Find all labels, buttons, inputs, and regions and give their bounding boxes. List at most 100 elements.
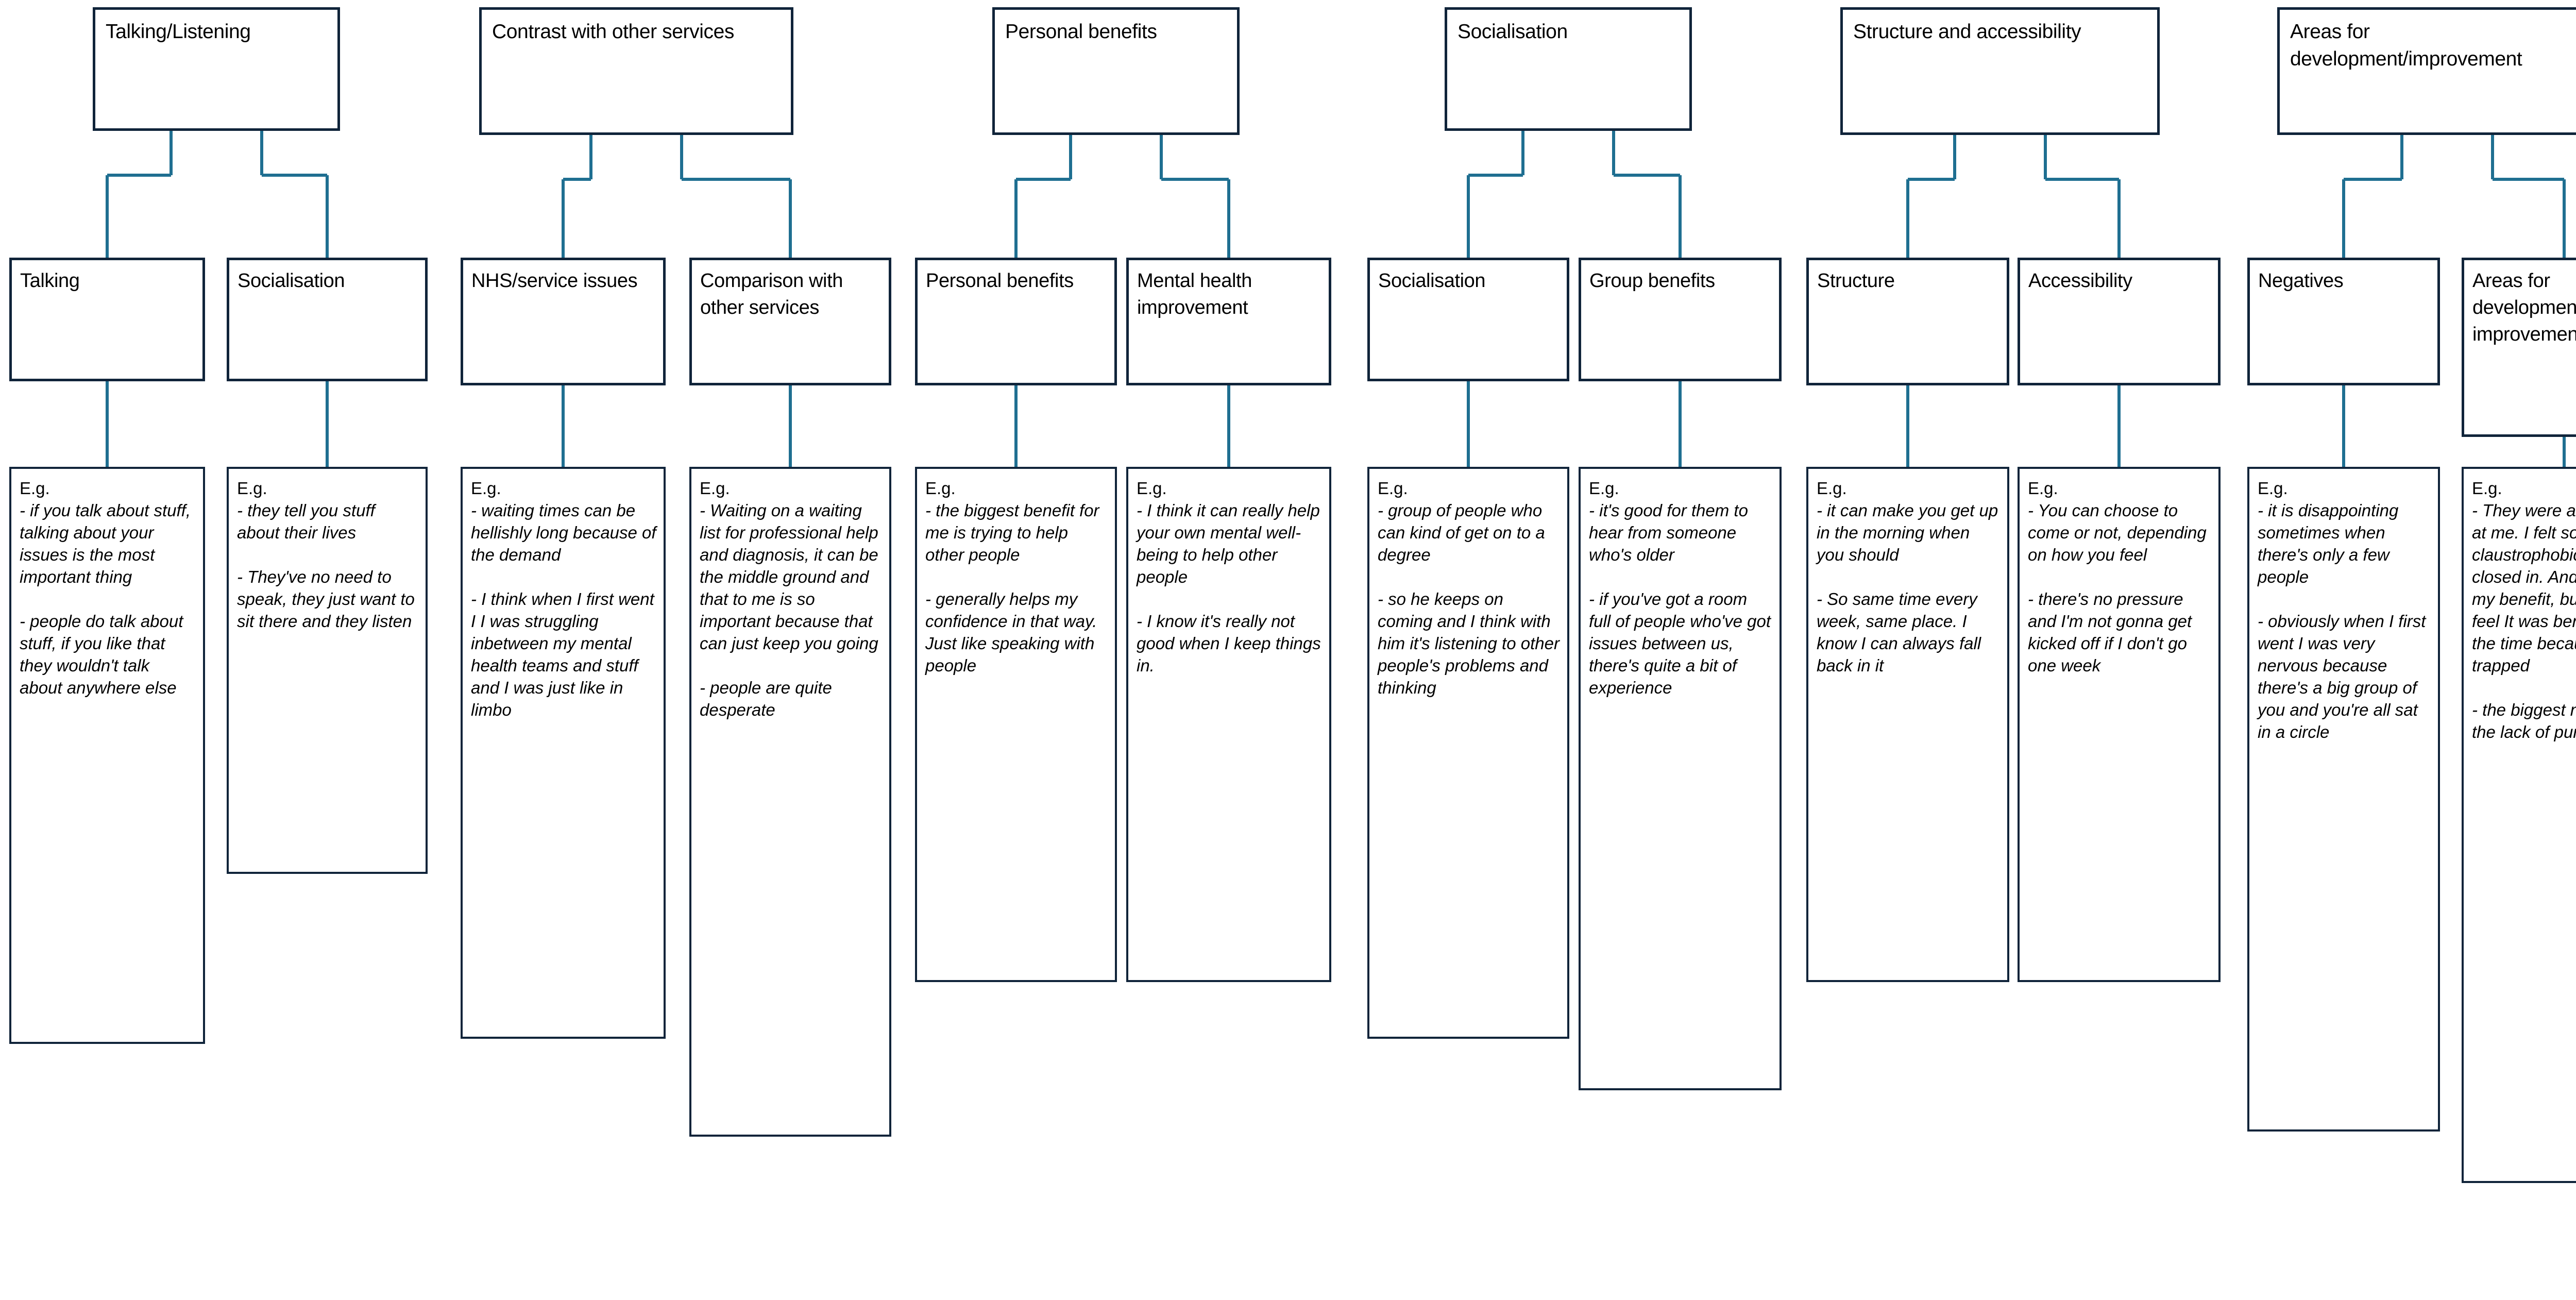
subtheme-box-3-1[interactable]: Group benefits — [1579, 258, 1782, 381]
eg-label: E.g. — [925, 479, 956, 498]
connector-line-vertical — [326, 381, 329, 467]
subtheme-box-label: Group benefits — [1589, 270, 1715, 292]
theme-box-5[interactable]: Areas for development/improvement — [2277, 7, 2576, 135]
eg-label: E.g. — [1817, 479, 1847, 498]
quote-spacer — [1137, 588, 1322, 610]
quote-spacer — [925, 566, 1108, 588]
quote-text: - they tell you stuff about their lives — [237, 501, 380, 542]
quote-box-body: E.g. - Waiting on a waiting list for prof… — [691, 469, 889, 726]
quote-box-5-0[interactable]: E.g.- it is disappointing sometimes when… — [2247, 467, 2440, 1132]
quote-box-body: E.g.- I think it can really help your ow… — [1128, 469, 1329, 682]
theme-box-3[interactable]: Socialisation — [1445, 7, 1692, 131]
connector-line-vertical — [1679, 175, 1682, 258]
subtheme-box-0-0[interactable]: Talking — [9, 258, 205, 381]
quote-spacer — [471, 566, 656, 588]
theme-box-2[interactable]: Personal benefits — [992, 7, 1240, 135]
connector-line-vertical — [326, 175, 329, 258]
quote-text: - They've no need to speak, they just wa… — [237, 567, 420, 631]
quote-spacer — [700, 654, 882, 677]
eg-label: E.g. — [2472, 479, 2502, 498]
connector-line-vertical — [680, 135, 683, 179]
theme-box-label: Talking/Listening — [106, 21, 251, 43]
eg-label: E.g. — [2028, 479, 2058, 498]
theme-box-0[interactable]: Talking/Listening — [93, 7, 340, 131]
quote-box-4-1[interactable]: E.g.- You can choose to come or not, dep… — [2018, 467, 2221, 982]
connector-line-vertical — [562, 179, 565, 258]
connector-line-vertical — [562, 385, 565, 467]
quote-box-body: E.g.- it's good for them to hear from so… — [1581, 469, 1780, 704]
subtheme-box-5-0[interactable]: Negatives — [2247, 258, 2440, 385]
theme-box-4[interactable]: Structure and accessibility — [1840, 7, 2160, 135]
quote-text: - Waiting on a waiting list for professi… — [700, 501, 883, 653]
connector-line-horizontal — [1908, 178, 1955, 181]
subtheme-box-2-1[interactable]: Mental health improvement — [1126, 258, 1331, 385]
connector-line-vertical — [1160, 135, 1163, 179]
connector-line-vertical — [170, 131, 173, 175]
subtheme-box-label: Talking — [20, 270, 80, 292]
quote-spacer — [1589, 566, 1772, 588]
quote-text: - so he keeps on coming and I think with… — [1378, 589, 1565, 697]
connector-line-vertical — [1953, 135, 1956, 179]
connector-line-vertical — [260, 131, 263, 175]
connector-line-horizontal — [1016, 178, 1071, 181]
connector-line-vertical — [1467, 175, 1470, 258]
quote-text: - I think it can really help your own me… — [1137, 501, 1325, 586]
subtheme-box-1-1[interactable]: Comparison with other services — [689, 258, 891, 385]
quote-box-3-0[interactable]: E.g. - group of people who can kind of ge… — [1367, 467, 1569, 1039]
connector-line-vertical — [2342, 385, 2345, 467]
theme-box-1[interactable]: Contrast with other services — [479, 7, 793, 135]
subtheme-box-4-0[interactable]: Structure — [1806, 258, 2009, 385]
quote-box-1-1[interactable]: E.g. - Waiting on a waiting list for prof… — [689, 467, 891, 1137]
quote-text: - if you talk about stuff, talking about… — [20, 501, 196, 586]
quote-text: - there's no pressure and I'm not gonna … — [2028, 589, 2197, 675]
quote-text: - So same time every week, same place. I… — [1817, 589, 1986, 675]
connector-line-vertical — [1906, 385, 1909, 467]
quote-box-0-0[interactable]: E.g.- if you talk about stuff, talking a… — [9, 467, 205, 1044]
quote-text: - generally helps my confidence in that … — [925, 589, 1102, 675]
quote-text: - waiting times can be hellishly long be… — [471, 501, 661, 564]
subtheme-box-label: Socialisation — [1378, 270, 1486, 292]
quote-box-body: E.g. - they tell you stuff about their li… — [229, 469, 426, 637]
quote-text: - group of people who can kind of get on… — [1378, 501, 1550, 564]
connector-line-vertical — [1069, 135, 1072, 179]
quote-spacer — [1817, 566, 2000, 588]
quote-text: - it's good for them to hear from someon… — [1589, 501, 1753, 564]
quote-spacer — [237, 544, 418, 566]
connector-line-vertical — [2563, 179, 2566, 258]
subtheme-box-2-0[interactable]: Personal benefits — [915, 258, 1117, 385]
quote-box-4-0[interactable]: E.g.- it can make you get up in the morn… — [1806, 467, 2009, 982]
subtheme-box-5-1[interactable]: Areas for development/ improvement — [2462, 258, 2576, 437]
quote-box-5-1[interactable]: E.g.- They were all looking at me. I fel… — [2462, 467, 2576, 1183]
quote-text: - people do talk about stuff, if you lik… — [20, 612, 188, 697]
eg-label: E.g. — [1378, 479, 1408, 498]
quote-box-body: E.g.- it is disappointing sometimes when… — [2249, 469, 2438, 748]
connector-line-vertical — [2563, 437, 2566, 467]
quote-box-body: E.g.- it can make you get up in the morn… — [1808, 469, 2007, 682]
quote-box-2-0[interactable]: E.g. - the biggest benefit for me is tryi… — [915, 467, 1117, 982]
quote-text: - obviously when I first went I was very… — [2258, 612, 2431, 741]
subtheme-box-1-0[interactable]: NHS/service issues — [461, 258, 666, 385]
connector-line-vertical — [2117, 385, 2121, 467]
subtheme-box-0-1[interactable]: Socialisation — [227, 258, 428, 381]
quote-text: - I know it's really not good when I kee… — [1137, 612, 1326, 675]
subtheme-box-label: Areas for development/ improvement — [2472, 270, 2576, 345]
connector-line-horizontal — [1614, 174, 1680, 177]
theme-box-label: Contrast with other services — [492, 21, 734, 43]
quote-box-1-0[interactable]: E.g.- waiting times can be hellishly lon… — [461, 467, 666, 1039]
eg-label: E.g. — [700, 479, 730, 498]
eg-label: E.g. — [237, 479, 267, 498]
connector-line-vertical — [789, 385, 792, 467]
quote-box-0-1[interactable]: E.g. - they tell you stuff about their li… — [227, 467, 428, 874]
quote-box-2-1[interactable]: E.g.- I think it can really help your ow… — [1126, 467, 1331, 982]
subtheme-box-label: Comparison with other services — [700, 270, 843, 318]
connector-line-vertical — [1679, 381, 1682, 467]
quote-box-body: E.g.- You can choose to come or not, dep… — [2020, 469, 2218, 682]
subtheme-box-3-0[interactable]: Socialisation — [1367, 258, 1569, 381]
quote-text: - the biggest benefit for me is trying t… — [925, 501, 1104, 564]
connector-line-horizontal — [682, 178, 790, 181]
quote-box-body: E.g.- if you talk about stuff, talking a… — [11, 469, 203, 704]
connector-line-horizontal — [262, 174, 327, 177]
quote-box-3-1[interactable]: E.g.- it's good for them to hear from so… — [1579, 467, 1782, 1090]
subtheme-box-4-1[interactable]: Accessibility — [2018, 258, 2221, 385]
subtheme-box-label: Accessibility — [2028, 270, 2132, 292]
